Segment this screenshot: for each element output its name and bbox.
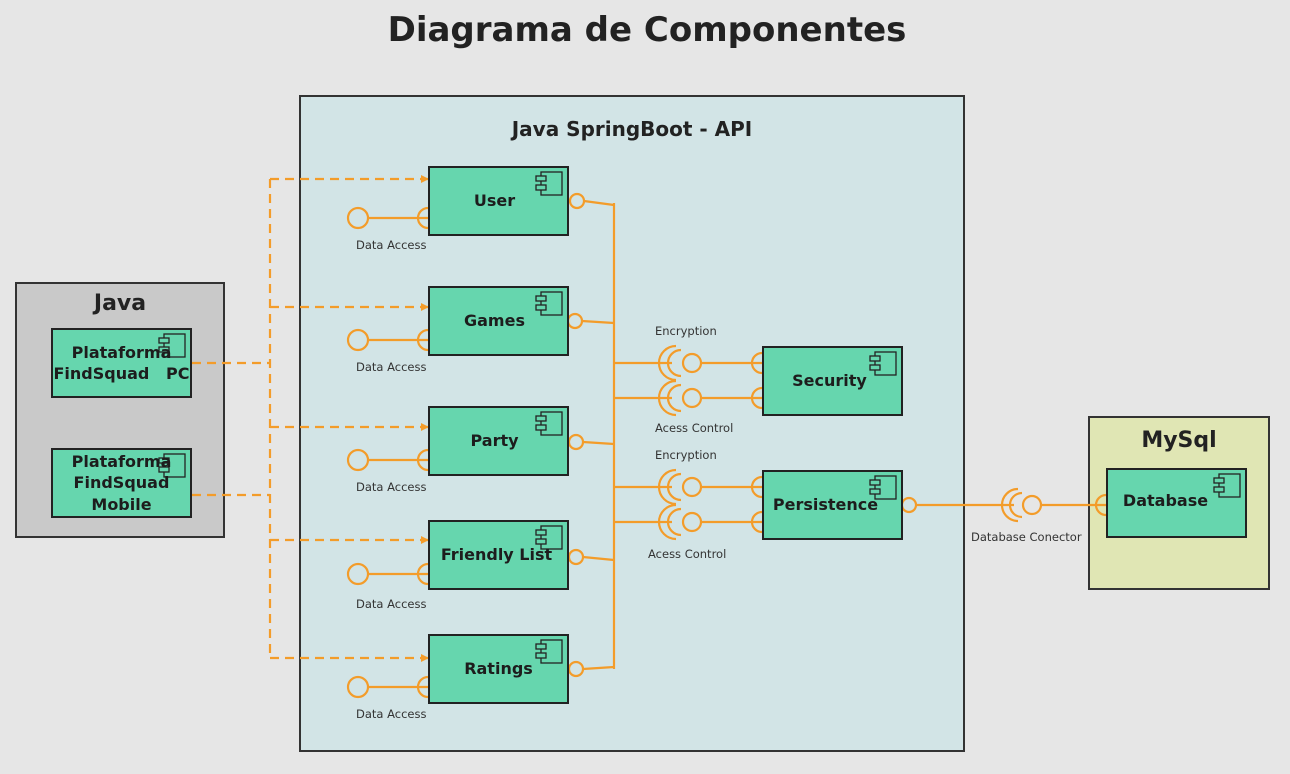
user-label: User [473,190,516,210]
component-icon [158,333,186,358]
diagram-title: Diagrama de Componentes [387,10,907,50]
encryption-label-persistence: Encryption [655,448,717,462]
java-group-label: Java [93,291,147,316]
party-label: Party [470,430,519,450]
games-label: Games [464,310,525,330]
mobile-label-line-3: Mobile [91,494,152,514]
mysql-group-label: MySql [1141,428,1217,453]
api-group: Java SpringBoot - API [299,95,965,752]
access-control-label-security: Acess Control [655,421,734,435]
security-label: Security [792,370,867,390]
access-control-label-persistence: Acess Control [648,547,727,561]
data-access-label-party: Data Access [356,480,427,494]
data-access-label-games: Data Access [356,360,427,374]
component-user[interactable]: User [428,166,569,236]
encryption-label-security: Encryption [655,324,717,338]
database-connector-line [900,487,1107,523]
persistence-label: Persistence [772,494,879,514]
data-access-interfaces [346,206,430,699]
component-icon [535,411,563,436]
component-icon [1213,473,1241,498]
api-group-label: Java SpringBoot - API [511,117,753,141]
dependency-arrowheads [421,175,429,662]
component-friendly-list[interactable]: Friendly List [428,520,569,590]
component-icon [535,639,563,664]
database-connector-label: Database Conector [971,530,1082,544]
service-interfaces [614,344,764,541]
component-icon [158,453,186,478]
pc-label-line-2: FindSquad PC [53,364,190,383]
mobile-label-line-1: Plataforma [71,452,172,472]
component-findsquad-mobile[interactable]: Plataforma FindSquad Mobile [51,448,192,518]
component-findsquad-pc[interactable]: Plataforma FindSquad PC [51,328,192,398]
data-access-label-user: Data Access [356,238,427,252]
component-ratings[interactable]: Ratings [428,634,569,704]
dependency-lines [192,177,428,660]
module-ports [566,192,616,678]
database-label: Database [1122,490,1209,510]
component-database[interactable]: Database [1106,468,1247,538]
component-party[interactable]: Party [428,406,569,476]
mobile-label-line-2: FindSquad [73,473,170,493]
component-games[interactable]: Games [428,286,569,356]
component-persistence[interactable]: Persistence [762,470,903,540]
component-icon [535,171,563,196]
ratings-label: Ratings [464,658,533,678]
data-access-label-friendly-list: Data Access [356,597,427,611]
data-access-label-ratings: Data Access [356,707,427,721]
component-icon [535,525,563,550]
component-security[interactable]: Security [762,346,903,416]
friendly-list-label: Friendly List [440,544,553,564]
component-icon [535,291,563,316]
component-icon [869,475,897,500]
component-icon [869,351,897,376]
pc-label-line-1: Plataforma [71,343,172,363]
